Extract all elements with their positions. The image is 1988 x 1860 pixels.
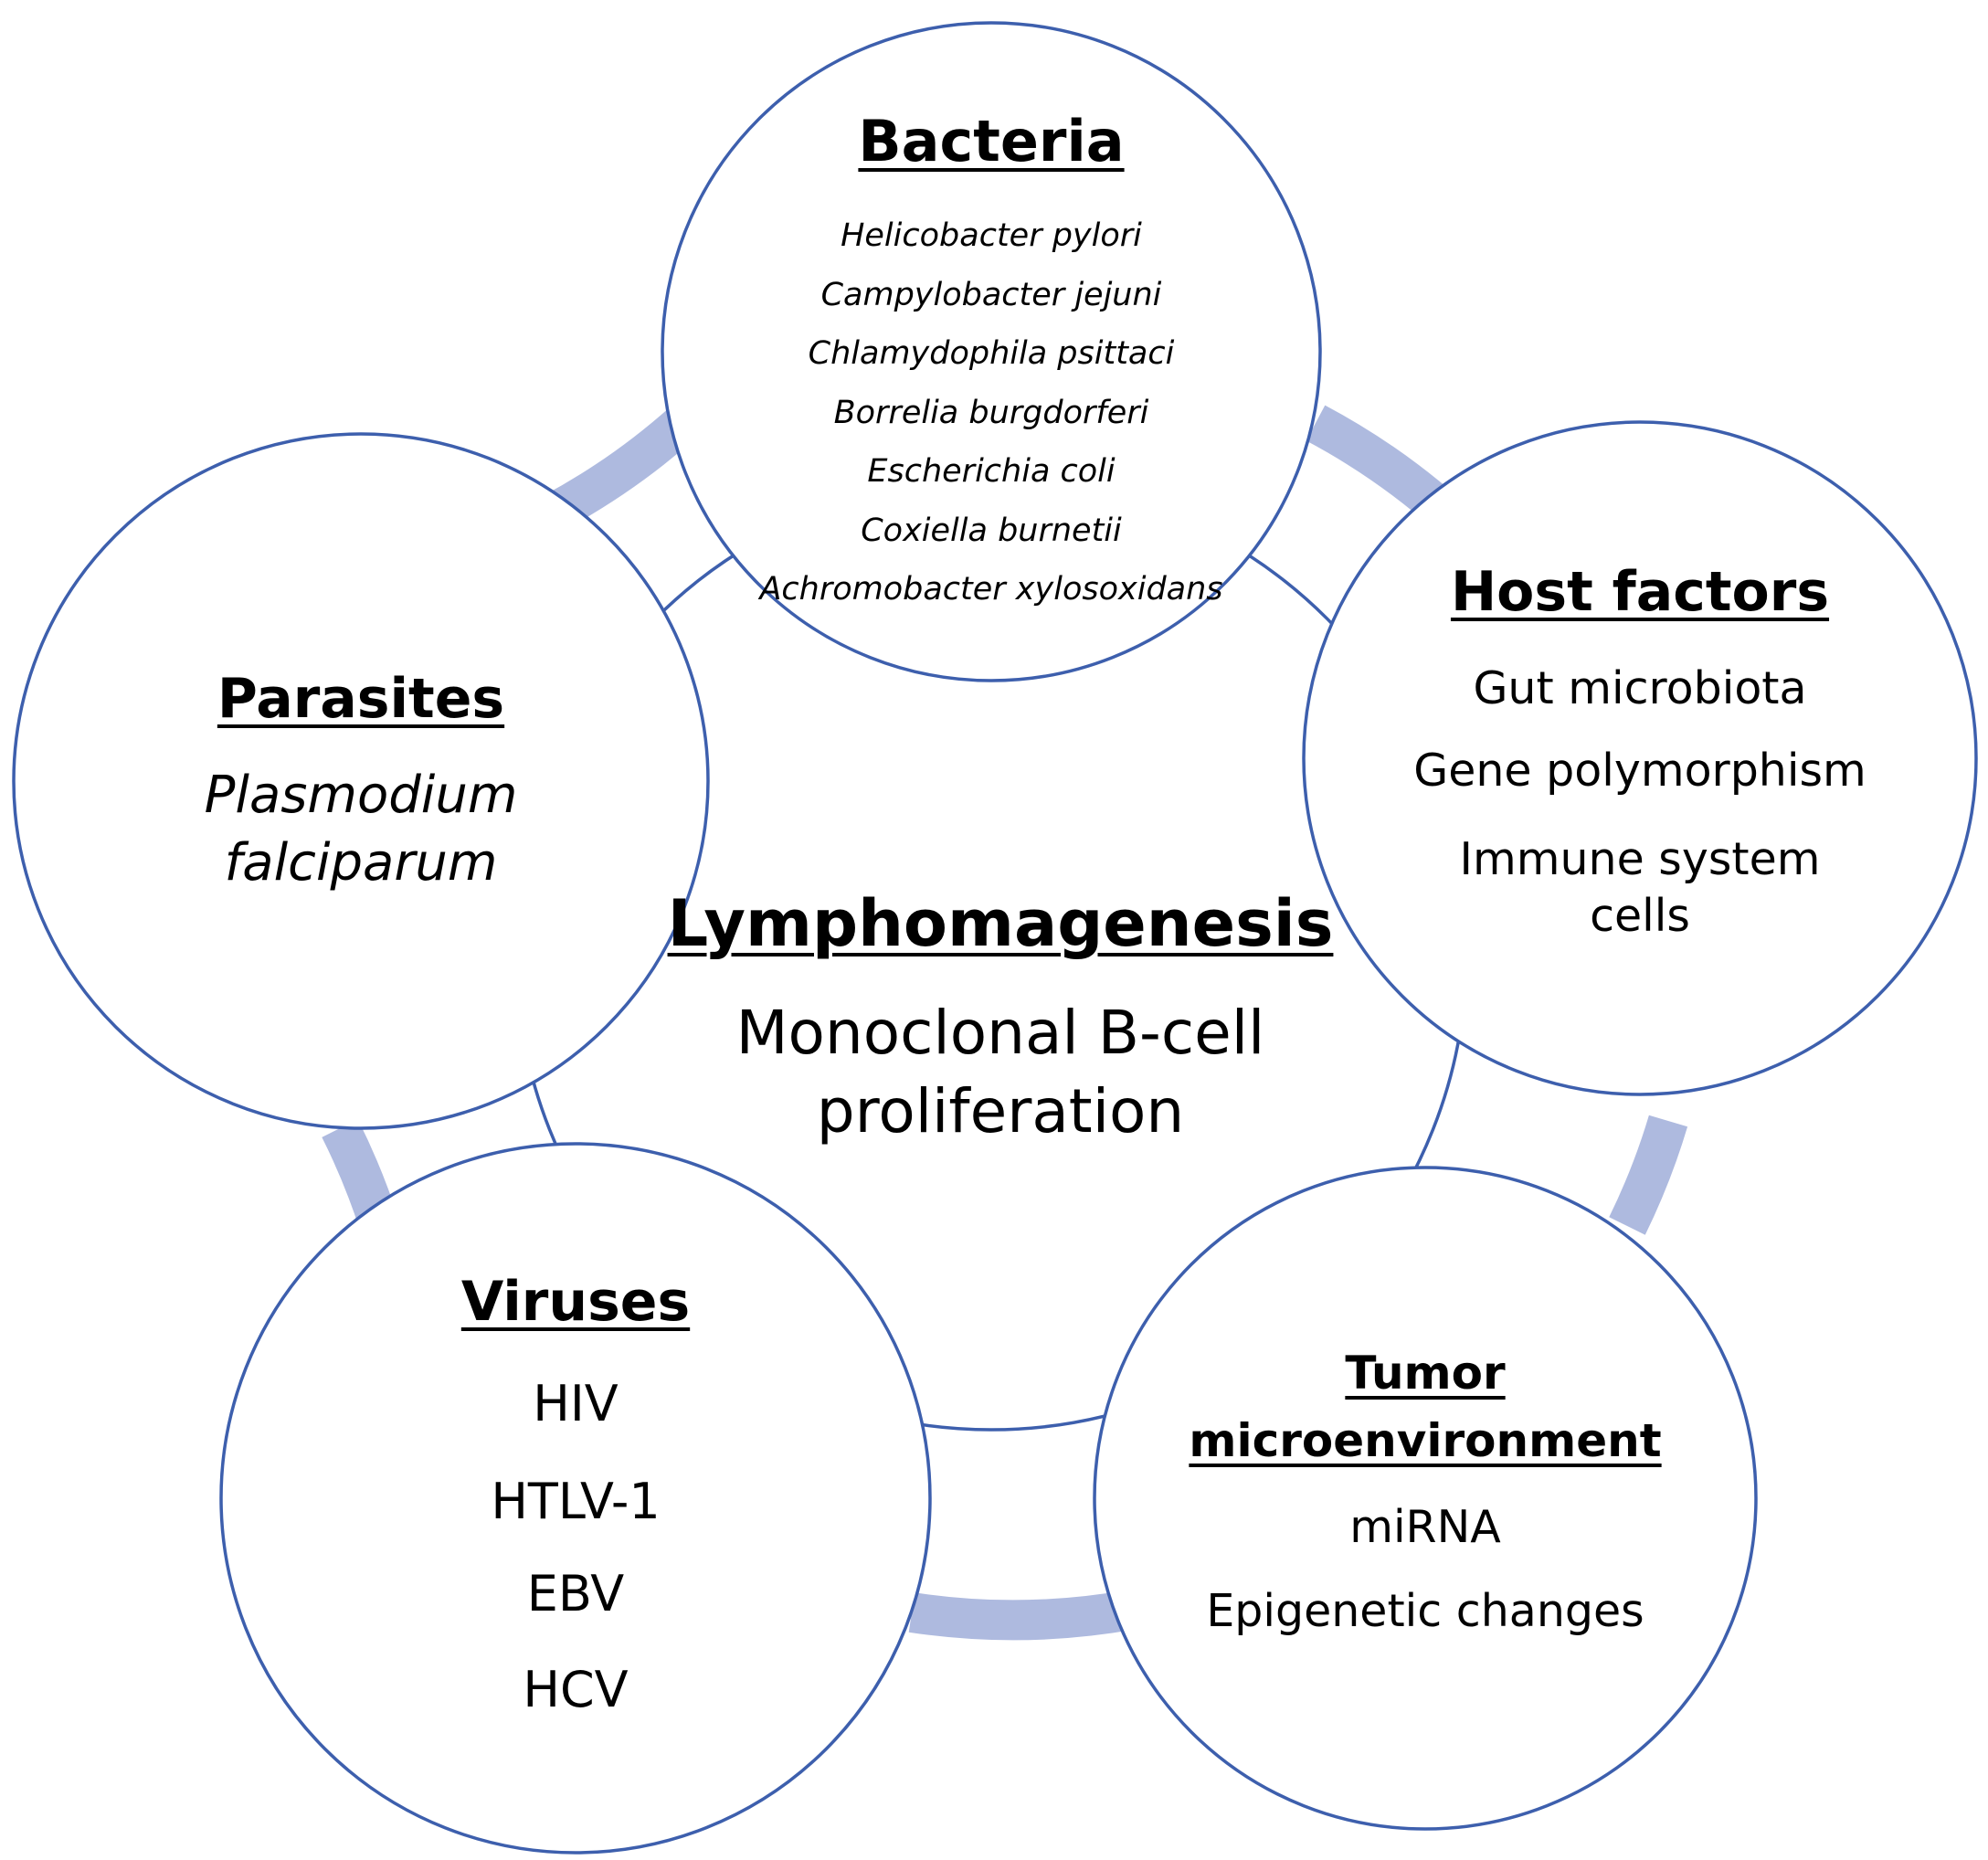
band-arc-tumor-viruses	[908, 1590, 1135, 1641]
bacteria-item: Coxiella burnetii	[861, 512, 1122, 549]
tumor-title: Tumor	[1345, 1347, 1506, 1400]
host-factors-title: Host factors	[1450, 560, 1830, 624]
viruses-item: EBV	[526, 1565, 625, 1622]
viruses-item: HIV	[533, 1375, 619, 1432]
bacteria-list: Helicobacter pylori Campylobacter jejuni…	[759, 206, 1222, 619]
host-factors-item: cells	[1590, 890, 1690, 942]
bacteria-item: Helicobacter pylori	[841, 217, 1142, 254]
tumor-item: Epigenetic changes	[1206, 1585, 1644, 1637]
parasites-item: falciparum	[224, 833, 498, 893]
parasites-circle	[12, 432, 710, 1130]
tumor-title: microenvironment	[1189, 1414, 1662, 1467]
bacteria-item: Escherichia coli	[867, 453, 1116, 490]
viruses-item: HCV	[523, 1661, 629, 1718]
band-arc-host-tumor	[1609, 1115, 1688, 1235]
bacteria-circle	[661, 21, 1322, 682]
tumor-circle	[1093, 1166, 1758, 1831]
center-subtitle: Monoclonal B-cell	[735, 998, 1265, 1068]
host-factors-item: Gene polymorphism	[1413, 745, 1866, 797]
viruses-title: Viruses	[460, 1270, 691, 1334]
host-factors-circle	[1302, 420, 1978, 1096]
viruses-item: HTLV-1	[491, 1473, 661, 1530]
viruses-circle	[219, 1142, 932, 1855]
parasites-item: Plasmodium	[204, 766, 518, 825]
parasites-title: Parasites	[217, 667, 505, 731]
host-factors-item: Gut microbiota	[1473, 662, 1807, 714]
band-arc-bacteria-parasites	[543, 407, 697, 532]
bacteria-item: Achromobacter xylosoxidans	[759, 571, 1223, 608]
host-factors-item: Immune system	[1459, 833, 1821, 885]
center-title: Lymphomagenesis	[667, 886, 1334, 961]
bacteria-title: Bacteria	[858, 108, 1125, 174]
tumor-item: miRNA	[1349, 1501, 1501, 1553]
bacteria-item: Chlamydophila psittaci	[808, 335, 1175, 372]
bacteria-item: Borrelia burgdorferi	[833, 394, 1149, 431]
center-subtitle: proliferation	[816, 1076, 1185, 1147]
bacteria-item: Campylobacter jejuni	[820, 276, 1162, 313]
